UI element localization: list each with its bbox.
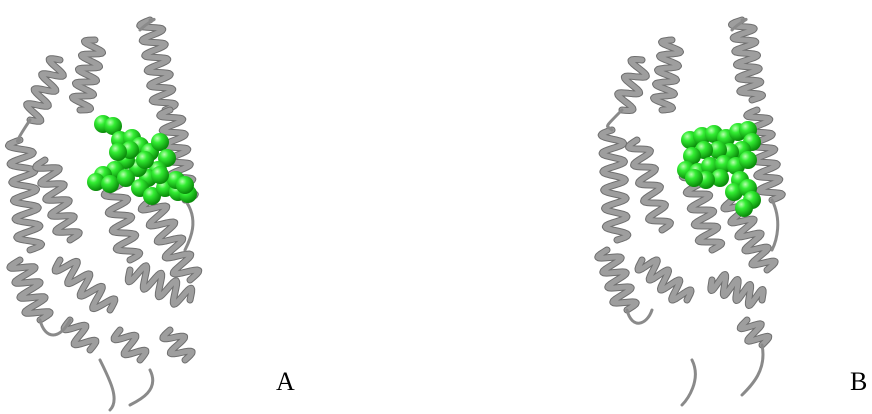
ligand-atom <box>151 166 169 184</box>
loop-segment <box>130 370 153 405</box>
protein-structure-a <box>0 0 240 414</box>
ligand-atom <box>739 151 757 169</box>
helix-segment <box>140 20 175 110</box>
ligand-atom <box>735 199 753 217</box>
helix-segment <box>27 59 64 122</box>
helix-segment <box>654 40 681 110</box>
loop-segment <box>627 310 652 323</box>
loop-segment <box>608 110 622 130</box>
helix-segment <box>9 140 42 250</box>
loop-segment <box>185 200 193 250</box>
protein-structure-b <box>592 0 792 414</box>
loop-segment <box>100 360 114 410</box>
ligand-atom <box>109 143 127 161</box>
ligand-spheres-b <box>677 121 761 217</box>
ligand-atom <box>151 133 169 151</box>
protein-ribbon-b <box>598 19 782 405</box>
helix-segment <box>73 40 103 110</box>
helix-segment <box>732 20 763 100</box>
ligand-atom <box>176 176 194 194</box>
loop-segment <box>18 120 31 142</box>
helix-segment <box>10 260 50 320</box>
ribbon-model-b <box>592 0 792 414</box>
ribbon-model-a <box>0 0 240 414</box>
ligand-atom <box>101 175 119 193</box>
helix-segment <box>55 260 115 310</box>
loop-segment <box>682 360 695 405</box>
helix-segment <box>629 140 671 230</box>
helix-segment <box>711 275 763 306</box>
ligand-atom <box>136 151 154 169</box>
loop-segment <box>772 200 778 250</box>
helix-segment <box>114 330 146 360</box>
ligand-atom <box>685 169 703 187</box>
panel-label-b: B <box>850 369 867 395</box>
helix-segment <box>163 330 192 360</box>
loop-segment <box>742 345 763 395</box>
panel-label-a: A <box>276 369 295 395</box>
helix-segment <box>598 250 636 310</box>
protein-ribbon-a <box>9 19 199 410</box>
